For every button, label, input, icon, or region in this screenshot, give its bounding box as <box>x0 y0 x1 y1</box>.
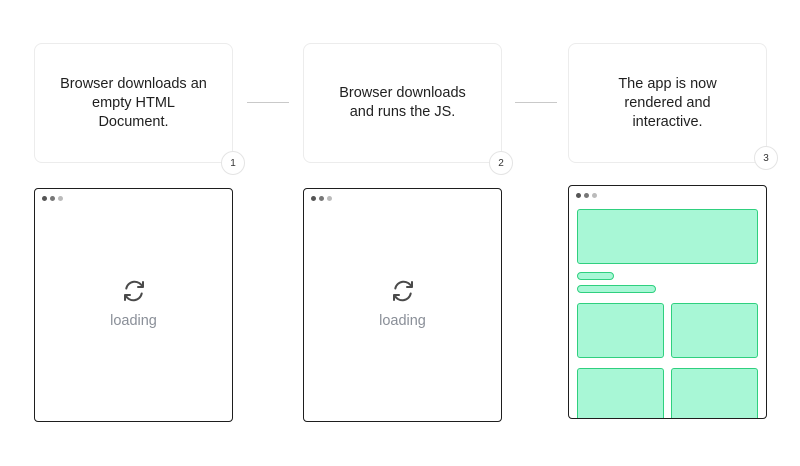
step-1-text: Browser downloads an empty HTML Document… <box>60 75 207 130</box>
window-dot <box>58 196 63 201</box>
window-dot <box>327 196 332 201</box>
window-dot <box>42 196 47 201</box>
step-1-badge: 1 <box>221 151 245 175</box>
window-dot <box>592 193 597 198</box>
app-card <box>577 368 664 418</box>
step-card-3: The app is now rendered and interactive. <box>568 43 767 163</box>
step-3-badge: 3 <box>754 146 778 170</box>
step-card-2: Browser downloads and runs the JS. <box>303 43 502 163</box>
window-dot <box>50 196 55 201</box>
step-2-badge: 2 <box>489 151 513 175</box>
connector-1-2 <box>247 102 289 103</box>
loading-label: loading <box>110 313 157 329</box>
window-controls <box>42 196 63 201</box>
window-dot <box>576 193 581 198</box>
window-dot <box>319 196 324 201</box>
browser-window-3 <box>568 185 767 419</box>
loading-label: loading <box>379 313 426 329</box>
app-hero-block <box>577 209 758 264</box>
window-dot <box>311 196 316 201</box>
window-dot <box>584 193 589 198</box>
app-card <box>577 303 664 358</box>
loading-indicator: loading <box>304 279 501 329</box>
app-text-line-long <box>577 285 656 293</box>
window-controls <box>311 196 332 201</box>
app-card <box>671 303 758 358</box>
browser-window-1: loading <box>34 188 233 422</box>
loading-indicator: loading <box>35 279 232 329</box>
refresh-icon <box>123 280 144 302</box>
browser-window-2: loading <box>303 188 502 422</box>
step-3-text: The app is now rendered and interactive. <box>618 75 717 130</box>
window-controls <box>576 193 597 198</box>
step-card-1: Browser downloads an empty HTML Document… <box>34 43 233 163</box>
app-card <box>671 368 758 418</box>
refresh-icon <box>392 280 413 302</box>
step-2-text: Browser downloads and runs the JS. <box>339 85 466 120</box>
connector-2-3 <box>515 102 557 103</box>
app-text-line-short <box>577 272 614 280</box>
